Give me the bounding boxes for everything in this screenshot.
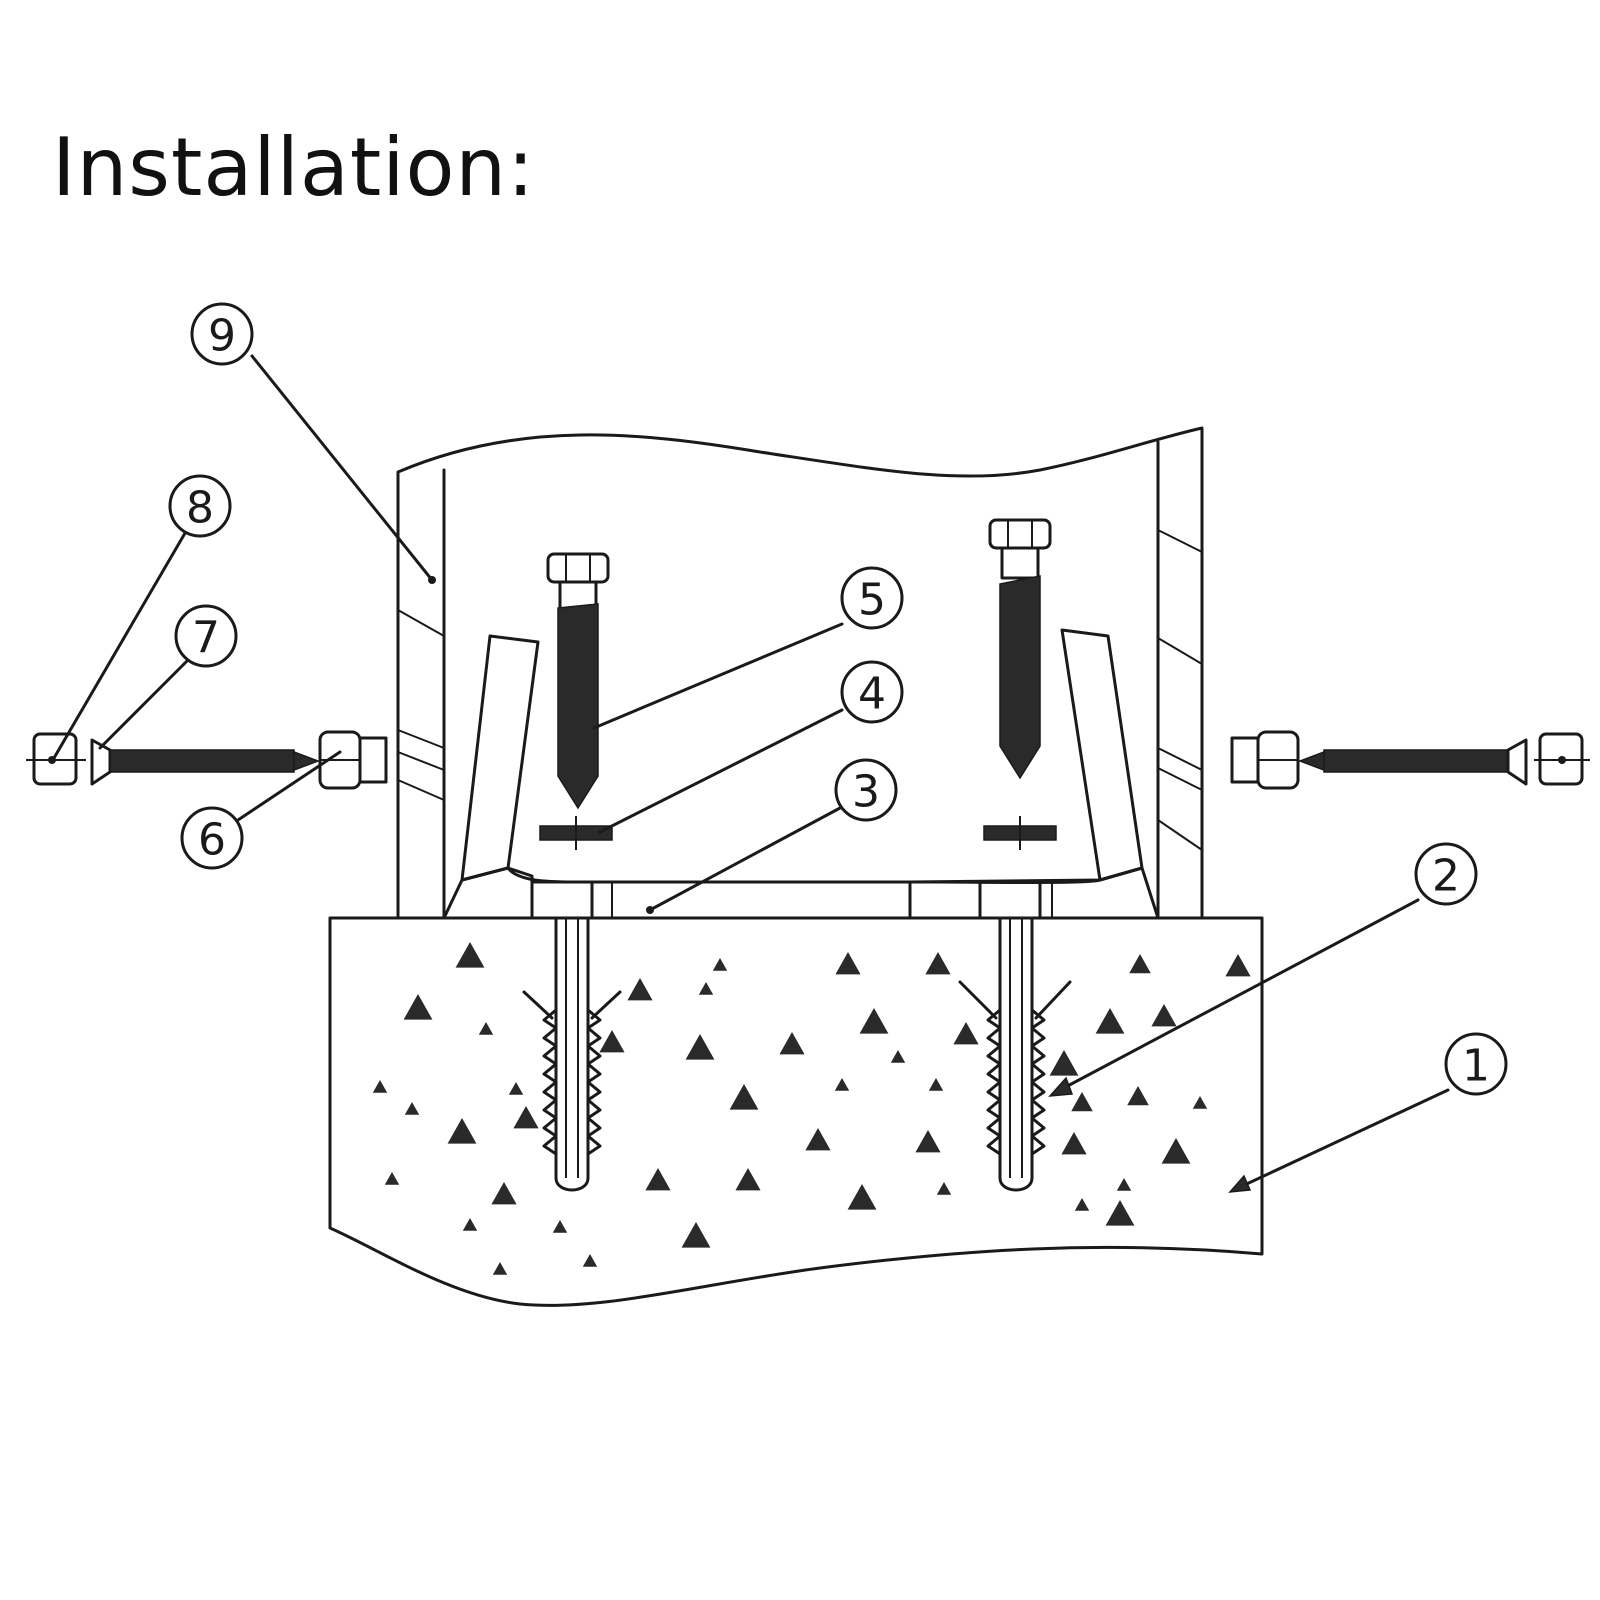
aggregate-speck: [834, 1078, 850, 1091]
aggregate-speck: [936, 1182, 952, 1195]
base-bracket: [442, 628, 1160, 920]
aggregate-speck: [890, 1050, 906, 1063]
leader-6: [236, 750, 342, 822]
callout-9: 9: [190, 302, 254, 366]
aggregate-speck: [1071, 1092, 1093, 1112]
callout-4-label: 4: [858, 669, 886, 720]
aggregate-speck: [1151, 1004, 1177, 1027]
callout-2: 2: [1414, 842, 1478, 906]
aggregate-speck: [599, 1030, 625, 1053]
aggregate-speck: [847, 1184, 877, 1210]
callout-1-label: 1: [1462, 1041, 1490, 1092]
aggregate-speck: [513, 1106, 539, 1129]
callout-5-label: 5: [858, 575, 886, 626]
aggregate-speck: [403, 994, 433, 1020]
aggregate-speck: [1095, 1008, 1125, 1034]
aggregate-speck: [928, 1078, 944, 1091]
leader-7: [98, 658, 190, 750]
leader-1: [1236, 1088, 1450, 1190]
callout-7: 7: [174, 604, 238, 668]
aggregate-speck: [492, 1262, 508, 1275]
callout-4: 4: [840, 660, 904, 724]
aggregate-speck: [491, 1182, 517, 1205]
concrete-base: [328, 916, 1264, 1307]
aggregate-speck: [681, 1222, 711, 1248]
callout-6-label: 6: [198, 815, 226, 866]
aggregate-speck: [953, 1022, 979, 1045]
callout-3: 3: [834, 758, 898, 822]
aggregate-speck: [1061, 1132, 1087, 1155]
callout-9-label: 9: [208, 311, 236, 362]
washer-left: [539, 816, 613, 850]
side-fastener-left: [26, 730, 388, 790]
aggregate-speck: [384, 1172, 400, 1185]
aggregate-speck: [552, 1220, 568, 1233]
aggregate-speck: [859, 1008, 889, 1034]
aggregate-speck: [915, 1130, 941, 1153]
leader-8: [52, 526, 190, 760]
aggregate-speck: [1049, 1050, 1079, 1076]
post-frame: [396, 426, 1204, 920]
callout-8-label: 8: [186, 483, 214, 534]
callout-7-label: 7: [192, 613, 220, 664]
diagram-title: Installation:: [52, 121, 536, 214]
aggregate-speck: [645, 1168, 671, 1191]
callout-6: 6: [180, 806, 244, 870]
aggregate-speck: [455, 942, 485, 968]
aggregate-speck: [779, 1032, 805, 1055]
callout-8: 8: [168, 474, 232, 538]
aggregate-speck: [1225, 954, 1251, 977]
aggregate-speck: [627, 978, 653, 1001]
concrete-aggregate: [372, 942, 1251, 1275]
leader-5: [592, 622, 844, 730]
leader-3: [648, 806, 842, 912]
aggregate-speck: [925, 952, 951, 975]
screw-thread-left: [109, 749, 295, 773]
aggregate-speck: [462, 1218, 478, 1231]
anchor-right: [958, 916, 1072, 1192]
bolt-left: [546, 552, 610, 810]
aggregate-speck: [508, 1082, 524, 1095]
aggregate-speck: [372, 1080, 388, 1093]
aggregate-speck: [805, 1128, 831, 1151]
aggregate-speck: [478, 1022, 494, 1035]
callout-2-label: 2: [1432, 851, 1460, 902]
washer-right: [983, 816, 1057, 850]
leader-2: [1058, 898, 1420, 1092]
aggregate-speck: [712, 958, 728, 971]
leader-lines: [52, 354, 1450, 1193]
leader-4: [598, 708, 844, 834]
callout-5: 5: [840, 566, 904, 630]
aggregate-speck: [582, 1254, 598, 1267]
aggregate-speck: [404, 1102, 420, 1115]
aggregate-speck: [1105, 1200, 1135, 1226]
aggregate-speck: [1129, 954, 1151, 974]
aggregate-speck: [698, 982, 714, 995]
aggregate-speck: [447, 1118, 477, 1144]
aggregate-speck: [835, 952, 861, 975]
aggregate-speck: [729, 1084, 759, 1110]
leader-9: [250, 354, 434, 582]
aggregate-speck: [1116, 1178, 1132, 1191]
aggregate-speck: [685, 1034, 715, 1060]
aggregate-speck: [1161, 1138, 1191, 1164]
bolt-right: [988, 518, 1052, 780]
aggregate-speck: [1192, 1096, 1208, 1109]
aggregate-speck: [1074, 1198, 1090, 1211]
callout-3-label: 3: [852, 767, 880, 818]
side-fastener-right: [1230, 730, 1590, 790]
anchor-left: [522, 916, 622, 1192]
callout-1: 1: [1444, 1032, 1508, 1096]
aggregate-speck: [735, 1168, 761, 1191]
aggregate-speck: [1127, 1086, 1149, 1106]
